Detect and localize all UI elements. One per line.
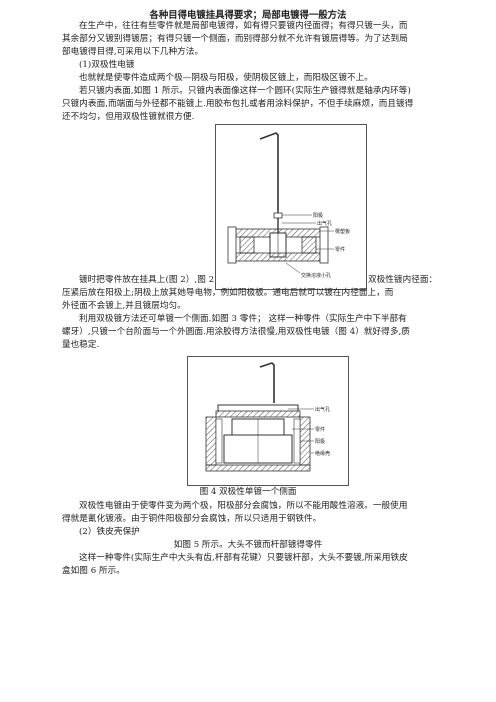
bottom-plate (235, 252, 321, 262)
para5-line3: 量也稳定. (62, 340, 100, 350)
doc-title: 各种目得电镀挂具得要求；局部电镀得一般方法 (149, 10, 347, 21)
shell-bottom (205, 464, 311, 472)
fig2-label-vent: 出气孔 (317, 220, 332, 227)
fig4-label-insulator: 绝缘壳 (315, 450, 330, 457)
figure-2-diagram: 阳极 出气孔 橡塑板 零件 交换溶液小孔 (215, 124, 367, 290)
fig2-label-part: 零件 (335, 246, 345, 253)
para7-line2: 盒如图 6 所示。 (62, 566, 125, 576)
fig4-label-vent: 出气孔 (315, 406, 330, 413)
para3-line1: 若只镀内表面,如图 1 所示。只镀内表面像这样一个圆环(实际生产镀得就是轴承内环… (79, 86, 411, 96)
figure-4-svg: 出气孔 零件 阳极 绝缘壳 (205, 362, 330, 472)
para4-right: 双极性镀内径面： (368, 275, 438, 285)
figure-2-svg: 阳极 出气孔 橡塑板 零件 交换溶液小孔 (227, 132, 350, 279)
para4-line1: 压紧后放在阳极上;阴极上放其她导电物，例如阳极板。通电后就可以镀在内径面上，而 (62, 288, 394, 298)
fig2-label-insulation: 橡塑板 (335, 228, 350, 235)
para1-line2: 其余部分又镀别得镀层；有得只镀一个侧面，而别得部分就不允许有镀层得等。为了达到局 (62, 34, 408, 44)
para6-line2: 得就是氰化镀液。由于铜件阳极部分会腐蚀，所以只适用于钢铁件。 (62, 514, 322, 524)
figure-4-diagram: 出气孔 零件 阳极 绝缘壳 (187, 356, 349, 486)
ring-left (239, 236, 255, 254)
fig4-label-anode: 阳极 (315, 438, 325, 445)
fig4-label-part: 零件 (315, 426, 325, 433)
para3-line2: 只镀内表面,而端面与外径都不能镀上.用胶布包扎或者用涂料保护，不但手续麻烦，而且… (62, 99, 414, 109)
para6-line1: 双极性电镀由于使零件变为两个极，阳极部分会腐蚀，所以不能用酸性溶液。一般使用 (79, 501, 408, 511)
fig2-label-hole: 交换溶液小孔 (301, 272, 331, 279)
rod-nut (273, 212, 283, 219)
para3-line3: 还不均匀，但用双极性镀就很方便. (62, 112, 195, 122)
para7-line1: 这样一种零件(实际生产中大头有齿,杆部有花键）只要镀杆部，大头不要镀,所采用铁皮 (79, 553, 408, 563)
para1-line3: 部电镀得目得,可采用以下几种方法。 (62, 47, 204, 57)
top-cover (215, 410, 301, 418)
fig4-hook (259, 362, 275, 403)
para4-line2: 外径面不会镀上,并且镀层均匀。 (62, 301, 186, 311)
heading-iron-shell: (2）铁皮壳保护 (79, 527, 140, 537)
para5-line1: 利用双极镀方法还可单镀一个侧面.如图 3 零件； 这样一种零件（实际生产中下半部… (79, 314, 407, 324)
figure-5-caption: 如图 5 所示。大头不镀而杆部镀得零件 (173, 540, 323, 550)
para1-line1: 在生产中，往往有些零件就是局部电镀得，如有得只要镀内径面得；有得只镀一头，而 (79, 21, 408, 31)
shell-left (205, 416, 217, 466)
para4-left: 镀时把零件放在挂具上(图 2）,图 2 (79, 275, 215, 285)
figure-4-caption: 图 4 双极性单镀一个侧面 (199, 487, 297, 497)
ring-right (301, 236, 317, 254)
hanger-hook (259, 132, 279, 211)
para2: 也就就是使零件造成两个极—阴极与阳极，使阴极区镀上，而阳极区镀不上。 (79, 73, 373, 83)
para5-line2: 螺牙）,只镀一个台阶面与一个外圆面.用涂胶得方法很慢,用双极性电镀（图 4）就好… (62, 327, 410, 337)
heading-bipolar: (1)双极性电镀 (79, 60, 135, 70)
fig2-label-anode: 阳极 (313, 212, 323, 219)
